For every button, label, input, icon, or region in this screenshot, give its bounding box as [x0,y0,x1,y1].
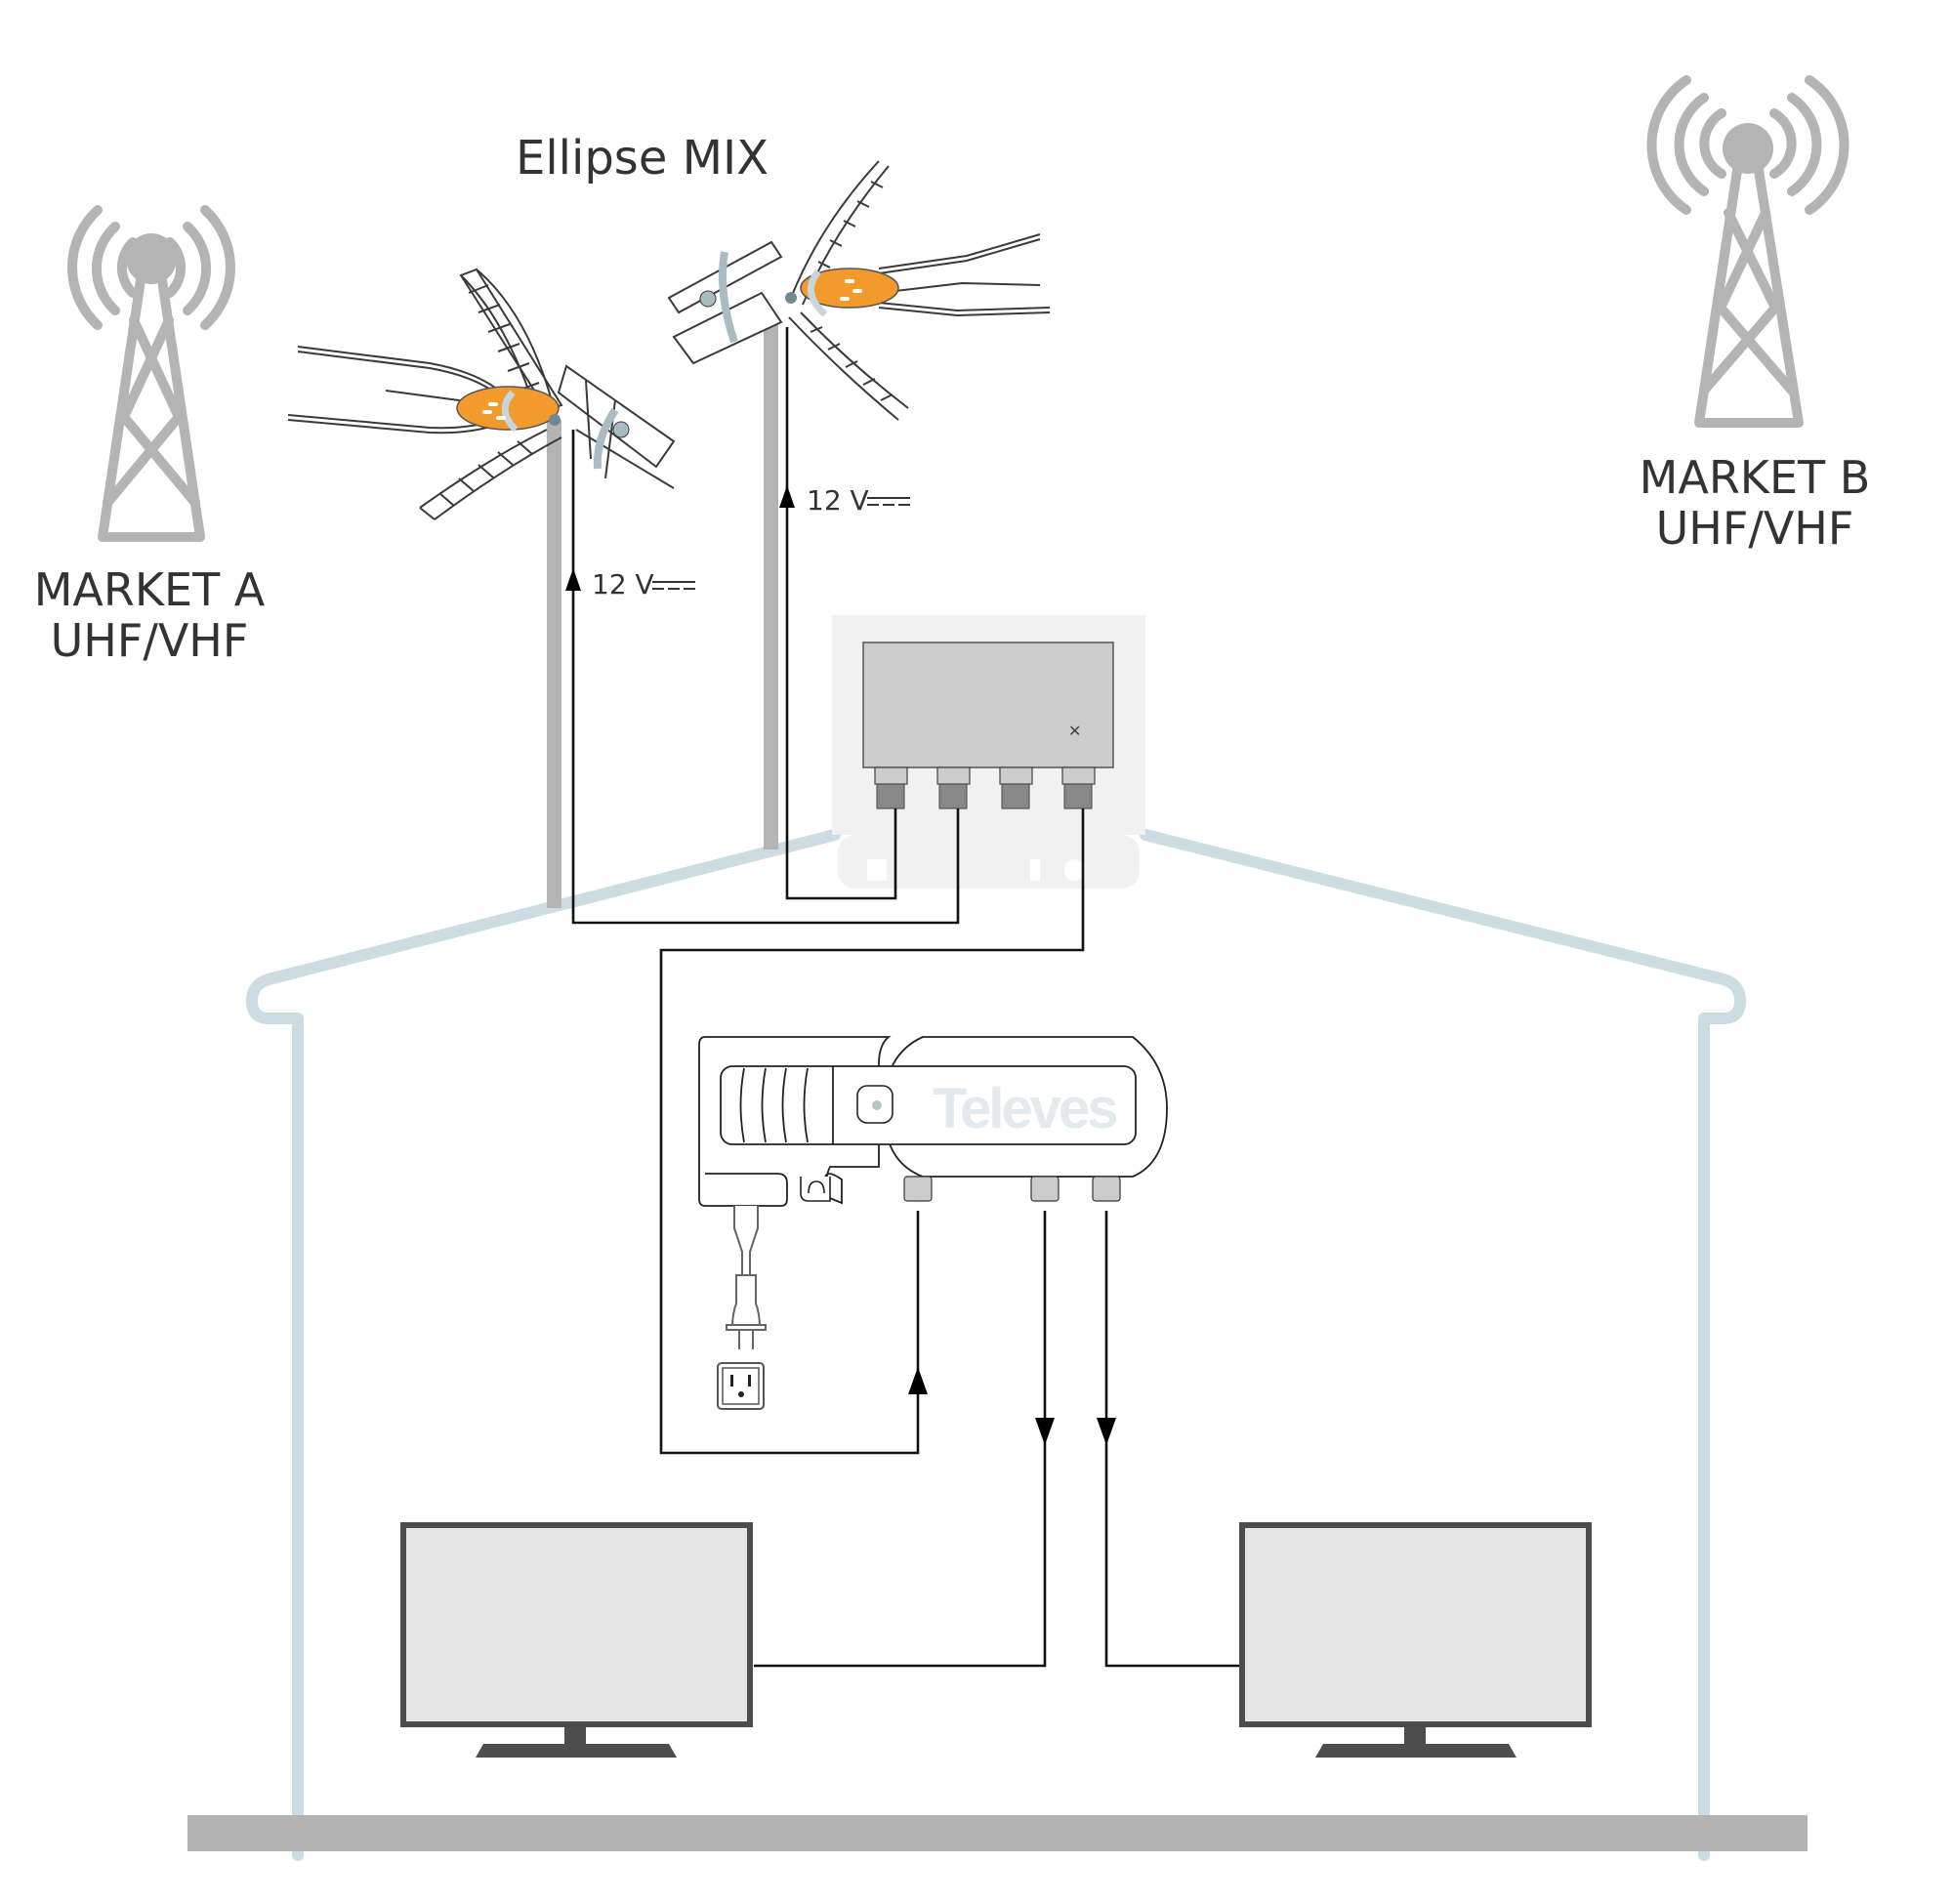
led-indicator-icon [872,1100,882,1110]
svg-text:12 V: 12 V [807,484,869,517]
power-label-b: 12 V [807,484,910,517]
product-title: Ellipse MIX [516,131,769,186]
arrow-up-icon [565,568,581,591]
power-plug-icon [726,1206,767,1349]
arrow-down-icon [1035,1418,1055,1445]
brand-logo: Televes [933,1077,1116,1140]
port-4 [1061,766,1096,809]
market-a-band-label: UHF/VHF [51,614,249,667]
market-a-label: MARKET A [34,563,266,616]
port-3 [999,766,1033,809]
svg-text:12 V: 12 V [592,568,654,600]
cable-amplifier-to-tv-2 [1104,1211,1240,1668]
arrow-up-icon [779,485,795,508]
tv-1-icon [400,1522,753,1758]
port-1 [874,766,908,809]
arrow-up-icon [908,1367,928,1394]
arrow-down-icon [1097,1418,1116,1445]
mast-b [764,322,778,849]
wall-outlet-icon [717,1362,765,1410]
cable-antenna-a [571,430,960,925]
cable-amplifier-to-tv-1 [754,1211,1047,1668]
antenna-b-icon [667,160,1051,421]
cable-switch-to-amplifier [659,808,1085,1455]
mast-a [547,420,561,908]
dc-symbol-icon [867,497,910,506]
floor [187,1815,1808,1851]
cable-antenna-b [785,327,897,900]
market-b-band-label: UHF/VHF [1656,502,1854,555]
amplifier-ports [903,1176,1121,1202]
dc-symbol-icon [652,581,695,590]
multiswitch-device: ✕ [832,615,1145,889]
screw-icon: ✕ [1068,722,1081,740]
tv-2-icon [1239,1522,1592,1758]
antenna-a-icon [287,268,676,520]
tower-market-a-icon [67,205,235,542]
market-b-label: MARKET B [1640,451,1871,504]
multiswitch-ports [874,766,1096,809]
tower-market-b-icon [1646,75,1849,428]
port-2 [936,766,971,809]
house-outline [246,829,1746,1861]
power-label-a: 12 V [592,568,695,600]
amplifier-device: Televes [698,1036,1168,1207]
